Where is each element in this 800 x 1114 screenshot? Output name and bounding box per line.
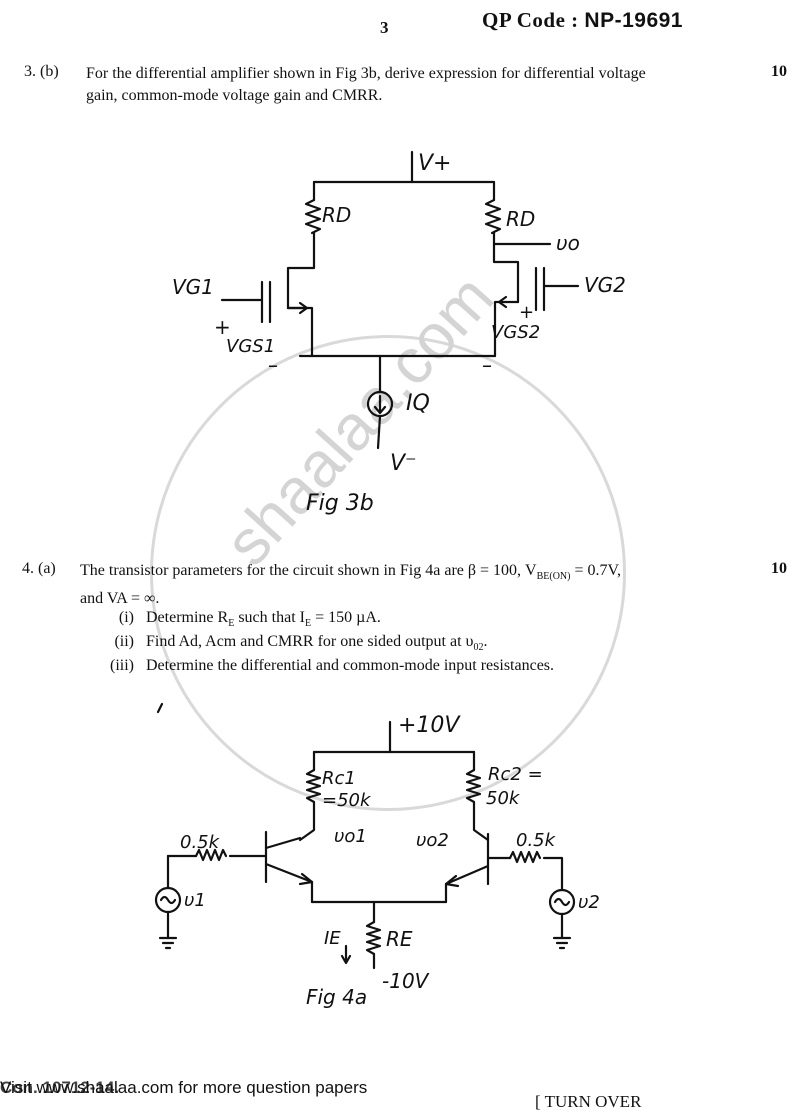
- fig4a-vo1-label: υo1: [334, 826, 367, 847]
- fig4a-rc2-resistor: [465, 768, 482, 804]
- fig4a-re-label: RE: [386, 927, 413, 951]
- fig3b-caption: Fig 3b: [306, 491, 374, 516]
- fig3b-vg1-label: VG1: [172, 275, 214, 299]
- fig3b-minus1: –: [268, 353, 278, 377]
- fig3b-vgs2-label: VGS2: [491, 322, 540, 343]
- fig3b-rd1-resistor: [304, 198, 322, 235]
- fig4a-ie-label: IE: [324, 928, 341, 949]
- fig4a-rc1-label: Rc1: [322, 768, 356, 789]
- fig4a-ie-arrow: [340, 944, 352, 965]
- fig4a-v2-label: υ2: [578, 892, 600, 913]
- fig4a-rc1-value: =50k: [322, 790, 372, 811]
- sub-item-ii: (ii)Find Ad, Acm and CMRR for one sided …: [114, 633, 488, 654]
- fig3b-rd1-label: RD: [322, 203, 351, 227]
- question-3b-marks: 10: [771, 63, 787, 80]
- question-4a-marks: 10: [771, 560, 787, 577]
- fig3b-rd2-label: RD: [506, 207, 535, 231]
- fig3b-rd2-resistor: [484, 198, 502, 235]
- fig4a-v1-label: υ1: [184, 890, 206, 911]
- fig4a-ground2: [552, 936, 572, 950]
- page-number: 3: [380, 18, 389, 37]
- fig4a-rc1-resistor: [305, 768, 322, 804]
- qp-code-value: NP-19691: [584, 9, 683, 32]
- fig3b-plus2: +: [519, 302, 534, 323]
- fig3b-vg2-label: VG2: [584, 273, 626, 297]
- question-4a-number: 4. (a): [22, 560, 56, 577]
- fig3b-minus2: –: [482, 353, 492, 377]
- qp-code-label: QP Code :: [482, 8, 579, 32]
- fig4a-rs1-label: 0.5k: [180, 832, 221, 853]
- fig3b-iq-label: IQ: [406, 391, 430, 416]
- watermark-circle: [150, 335, 626, 811]
- fig4a-stray-mark: [156, 702, 164, 714]
- question-3b-line2: gain, common-mode voltage gain and CMRR.: [86, 87, 383, 104]
- fig3b-vgs1-label: VGS1: [226, 336, 275, 357]
- fig3b-vo-label: υo: [556, 231, 580, 255]
- footer-con-code: Con. 10712-14.: [0, 1078, 120, 1097]
- qp-code: QP Code : NP-19691: [482, 8, 683, 33]
- fig3b-plus1: +: [214, 315, 231, 339]
- question-3b-text: For the differential amplifier shown in …: [86, 63, 756, 107]
- fig4a-rs2-resistor: [508, 850, 542, 864]
- question-3b-number: 3. (b): [24, 63, 59, 80]
- fig4a-rc2-value: 50k: [486, 788, 521, 809]
- question-4a-line1: The transistor parameters for the circui…: [80, 562, 621, 583]
- question-3b-line1: For the differential amplifier shown in …: [86, 65, 646, 82]
- question-4a-text: The transistor parameters for the circui…: [80, 560, 760, 610]
- footer-turn-over: [ TURN OVER: [535, 1092, 642, 1111]
- fig4a-vminus-label: -10V: [382, 969, 430, 993]
- footer-visit-link[interactable]: Visit www.shaalaa.com for more question …: [0, 1078, 368, 1097]
- fig4a-rc2-label: Rc2 =: [488, 764, 543, 785]
- fig4a-caption: Fig 4a: [306, 985, 367, 1009]
- fig4a-re-resistor: [365, 920, 382, 956]
- sub-item-iii: (iii)Determine the differential and comm…: [110, 657, 555, 674]
- fig4a-vplus-label: +10V: [398, 713, 461, 738]
- fig4a-ground1: [158, 936, 178, 950]
- fig3b-vplus-label: V+: [418, 151, 451, 176]
- fig4a-vo2-label: υo2: [416, 830, 449, 851]
- question-4a-line2: and VA = ∞.: [80, 590, 160, 608]
- sub-item-i: (i)Determine RE such that IE = 150 µA.: [118, 609, 381, 630]
- fig4a-rs1-resistor: [194, 848, 228, 862]
- fig3b-vminus-label: V⁻: [390, 451, 417, 476]
- fig4a-rs2-label: 0.5k: [516, 830, 557, 851]
